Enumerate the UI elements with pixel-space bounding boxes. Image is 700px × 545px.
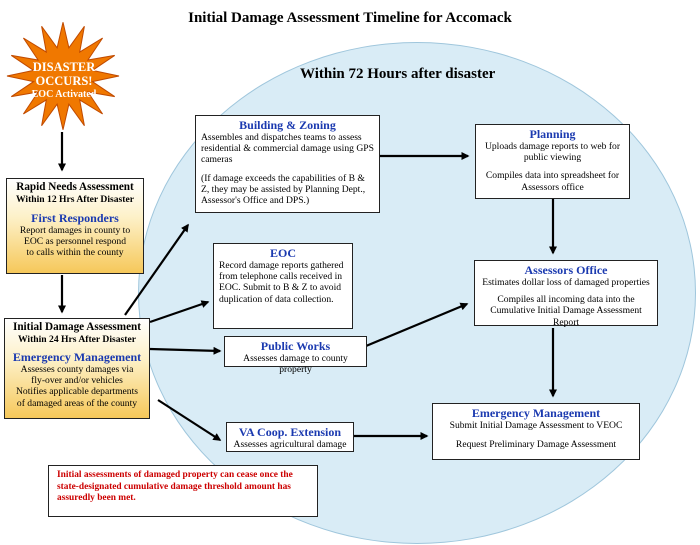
building-note: (If damage exceeds the capabilities of B… — [201, 172, 366, 207]
eoc-heading: EOC — [269, 246, 296, 260]
initial-line: of damaged areas of the county — [16, 397, 138, 409]
eoc-box: EOC Record damage reports gathered from … — [213, 243, 353, 329]
building-zoning-box: Building & Zoning Assembles and dispatch… — [195, 115, 380, 213]
burst-line2: OCCURS! — [35, 74, 93, 88]
oval-label: Within 72 Hours after disaster — [300, 66, 496, 82]
rapid-subtitle: Within 12 Hrs After Disaster — [16, 194, 134, 205]
planning-heading: Planning — [529, 127, 576, 141]
assessors-office-box: Assessors Office Estimates dollar loss o… — [474, 260, 658, 328]
initial-damage-box: Initial Damage Assessment Within 24 Hrs … — [4, 318, 150, 419]
assessors-text: Compiles all incoming data into the Cumu… — [490, 294, 642, 328]
planning-text: Uploads damage reports to web for public… — [484, 141, 621, 164]
assessors-heading: Assessors Office — [524, 263, 608, 277]
disaster-text: DISASTER OCCURS! EOC Activated — [14, 60, 114, 102]
rapid-heading: First Responders — [31, 211, 119, 225]
assessors-text: Estimates dollar loss of damaged propert… — [482, 277, 650, 288]
rapid-line: to calls within the county — [26, 247, 124, 259]
rapid-line: EOC as personnel respond — [23, 236, 127, 248]
em-text: Request Preliminary Damage Assessment — [455, 439, 617, 451]
initial-title: Initial Damage Assessment — [12, 321, 142, 333]
rapid-line: Report damages in county to — [19, 225, 131, 236]
burst-line1: DISASTER — [32, 60, 96, 74]
em-text: Submit Initial Damage Assessment to VEOC — [449, 420, 623, 431]
va-coop-box: VA Coop. Extension Assesses agricultural… — [226, 422, 354, 452]
em-heading: Emergency Management — [471, 406, 601, 420]
va-coop-heading: VA Coop. Extension — [238, 425, 342, 439]
public-works-text: Assesses damage to county property — [243, 353, 348, 376]
planning-text: Compiles data into spreadsheet for Asses… — [485, 170, 620, 193]
planning-box: Planning Uploads damage reports to web f… — [475, 124, 630, 199]
eoc-text: Record damage reports gathered from tele… — [219, 260, 344, 305]
emergency-management-box: Emergency Management Submit Initial Dama… — [432, 403, 640, 460]
rapid-title: Rapid Needs Assessment — [16, 181, 134, 193]
page-title: Initial Damage Assessment Timeline for A… — [188, 10, 512, 26]
disaster-starburst-icon — [6, 22, 120, 130]
arrow-publicworks-to-assessors — [365, 302, 469, 348]
va-coop-text: Assesses agricultural damage — [233, 439, 347, 450]
arrow-initial-to-eoc — [149, 300, 210, 324]
initial-heading: Emergency Management — [12, 350, 142, 364]
arrow-initial-to-vacoop — [157, 399, 222, 441]
building-heading: Building & Zoning — [239, 118, 336, 132]
public-works-heading: Public Works — [260, 339, 331, 353]
burst-line3: EOC Activated — [31, 89, 97, 100]
initial-line: Assesses county damages via — [20, 364, 134, 375]
public-works-box: Public Works Assesses damage to county p… — [224, 336, 367, 375]
initial-subtitle: Within 24 Hrs After Disaster — [18, 334, 136, 345]
initial-line: Notifies applicable departments — [15, 386, 138, 398]
initial-line: fly-over and/or vehicles — [31, 375, 123, 387]
threshold-note: Initial assessments of damaged property … — [48, 465, 318, 517]
rapid-needs-box: Rapid Needs Assessment Within 12 Hrs Aft… — [6, 178, 144, 274]
building-text: Assembles and dispatches teams to assess… — [201, 132, 374, 166]
arrow-initial-to-publicworks — [149, 346, 222, 355]
arrow-initial-to-building — [124, 223, 189, 316]
